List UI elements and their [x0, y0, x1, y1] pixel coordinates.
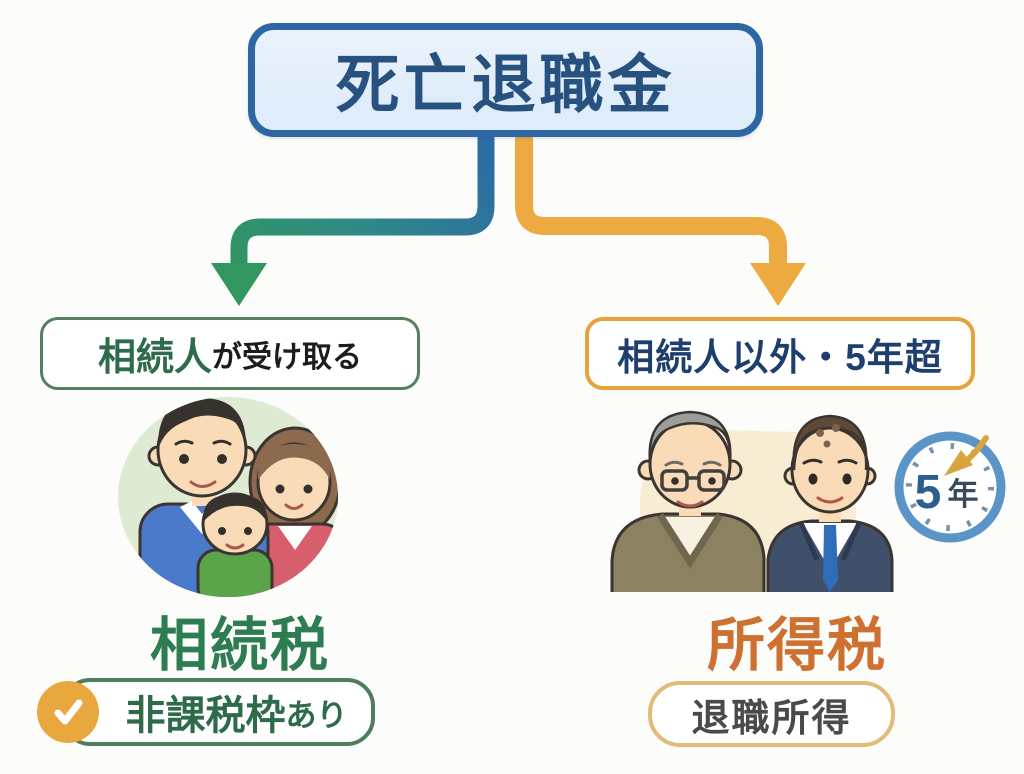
family-icon [118, 397, 338, 597]
boy-figure [196, 492, 274, 597]
left-condition-rest: が受け取る [212, 340, 362, 374]
right-branch-arrow [515, 137, 806, 306]
checkmark-icon [37, 681, 99, 743]
inheritance-tax-label: 相続税 [149, 613, 330, 678]
tax-free-note-main: 非課税枠 [125, 694, 286, 738]
left-condition-highlight: 相続人 [97, 337, 212, 379]
tax-free-note-pill: 非課税枠あり [62, 678, 375, 746]
page-title: 死亡退職金 [335, 49, 676, 121]
clock-icon: 5 年 [894, 431, 1006, 543]
title-box: 死亡退職金 [248, 23, 763, 137]
right-arrowhead-icon [750, 263, 806, 306]
two-men-icon [610, 410, 894, 592]
left-arrowhead-icon [211, 263, 267, 306]
left-branch-arrow [211, 137, 495, 306]
right-condition-box: 相続人以外・5年超 [585, 317, 975, 390]
younger-man-figure [766, 414, 894, 592]
tie-icon [823, 525, 838, 592]
income-tax-label: 所得税 [706, 613, 887, 678]
older-man-figure [610, 410, 766, 592]
glasses-icon [660, 469, 726, 492]
left-condition-box: 相続人が受け取る [40, 317, 420, 390]
retirement-income-label: 退職所得 [691, 697, 852, 740]
retirement-income-pill: 退職所得 [648, 681, 895, 747]
right-condition-label: 相続人以外・5年超 [617, 336, 943, 378]
clock-number-label: 5 [915, 466, 942, 519]
tax-free-note-suffix: あり [285, 697, 348, 733]
clock-unit-label: 年 [948, 477, 979, 512]
